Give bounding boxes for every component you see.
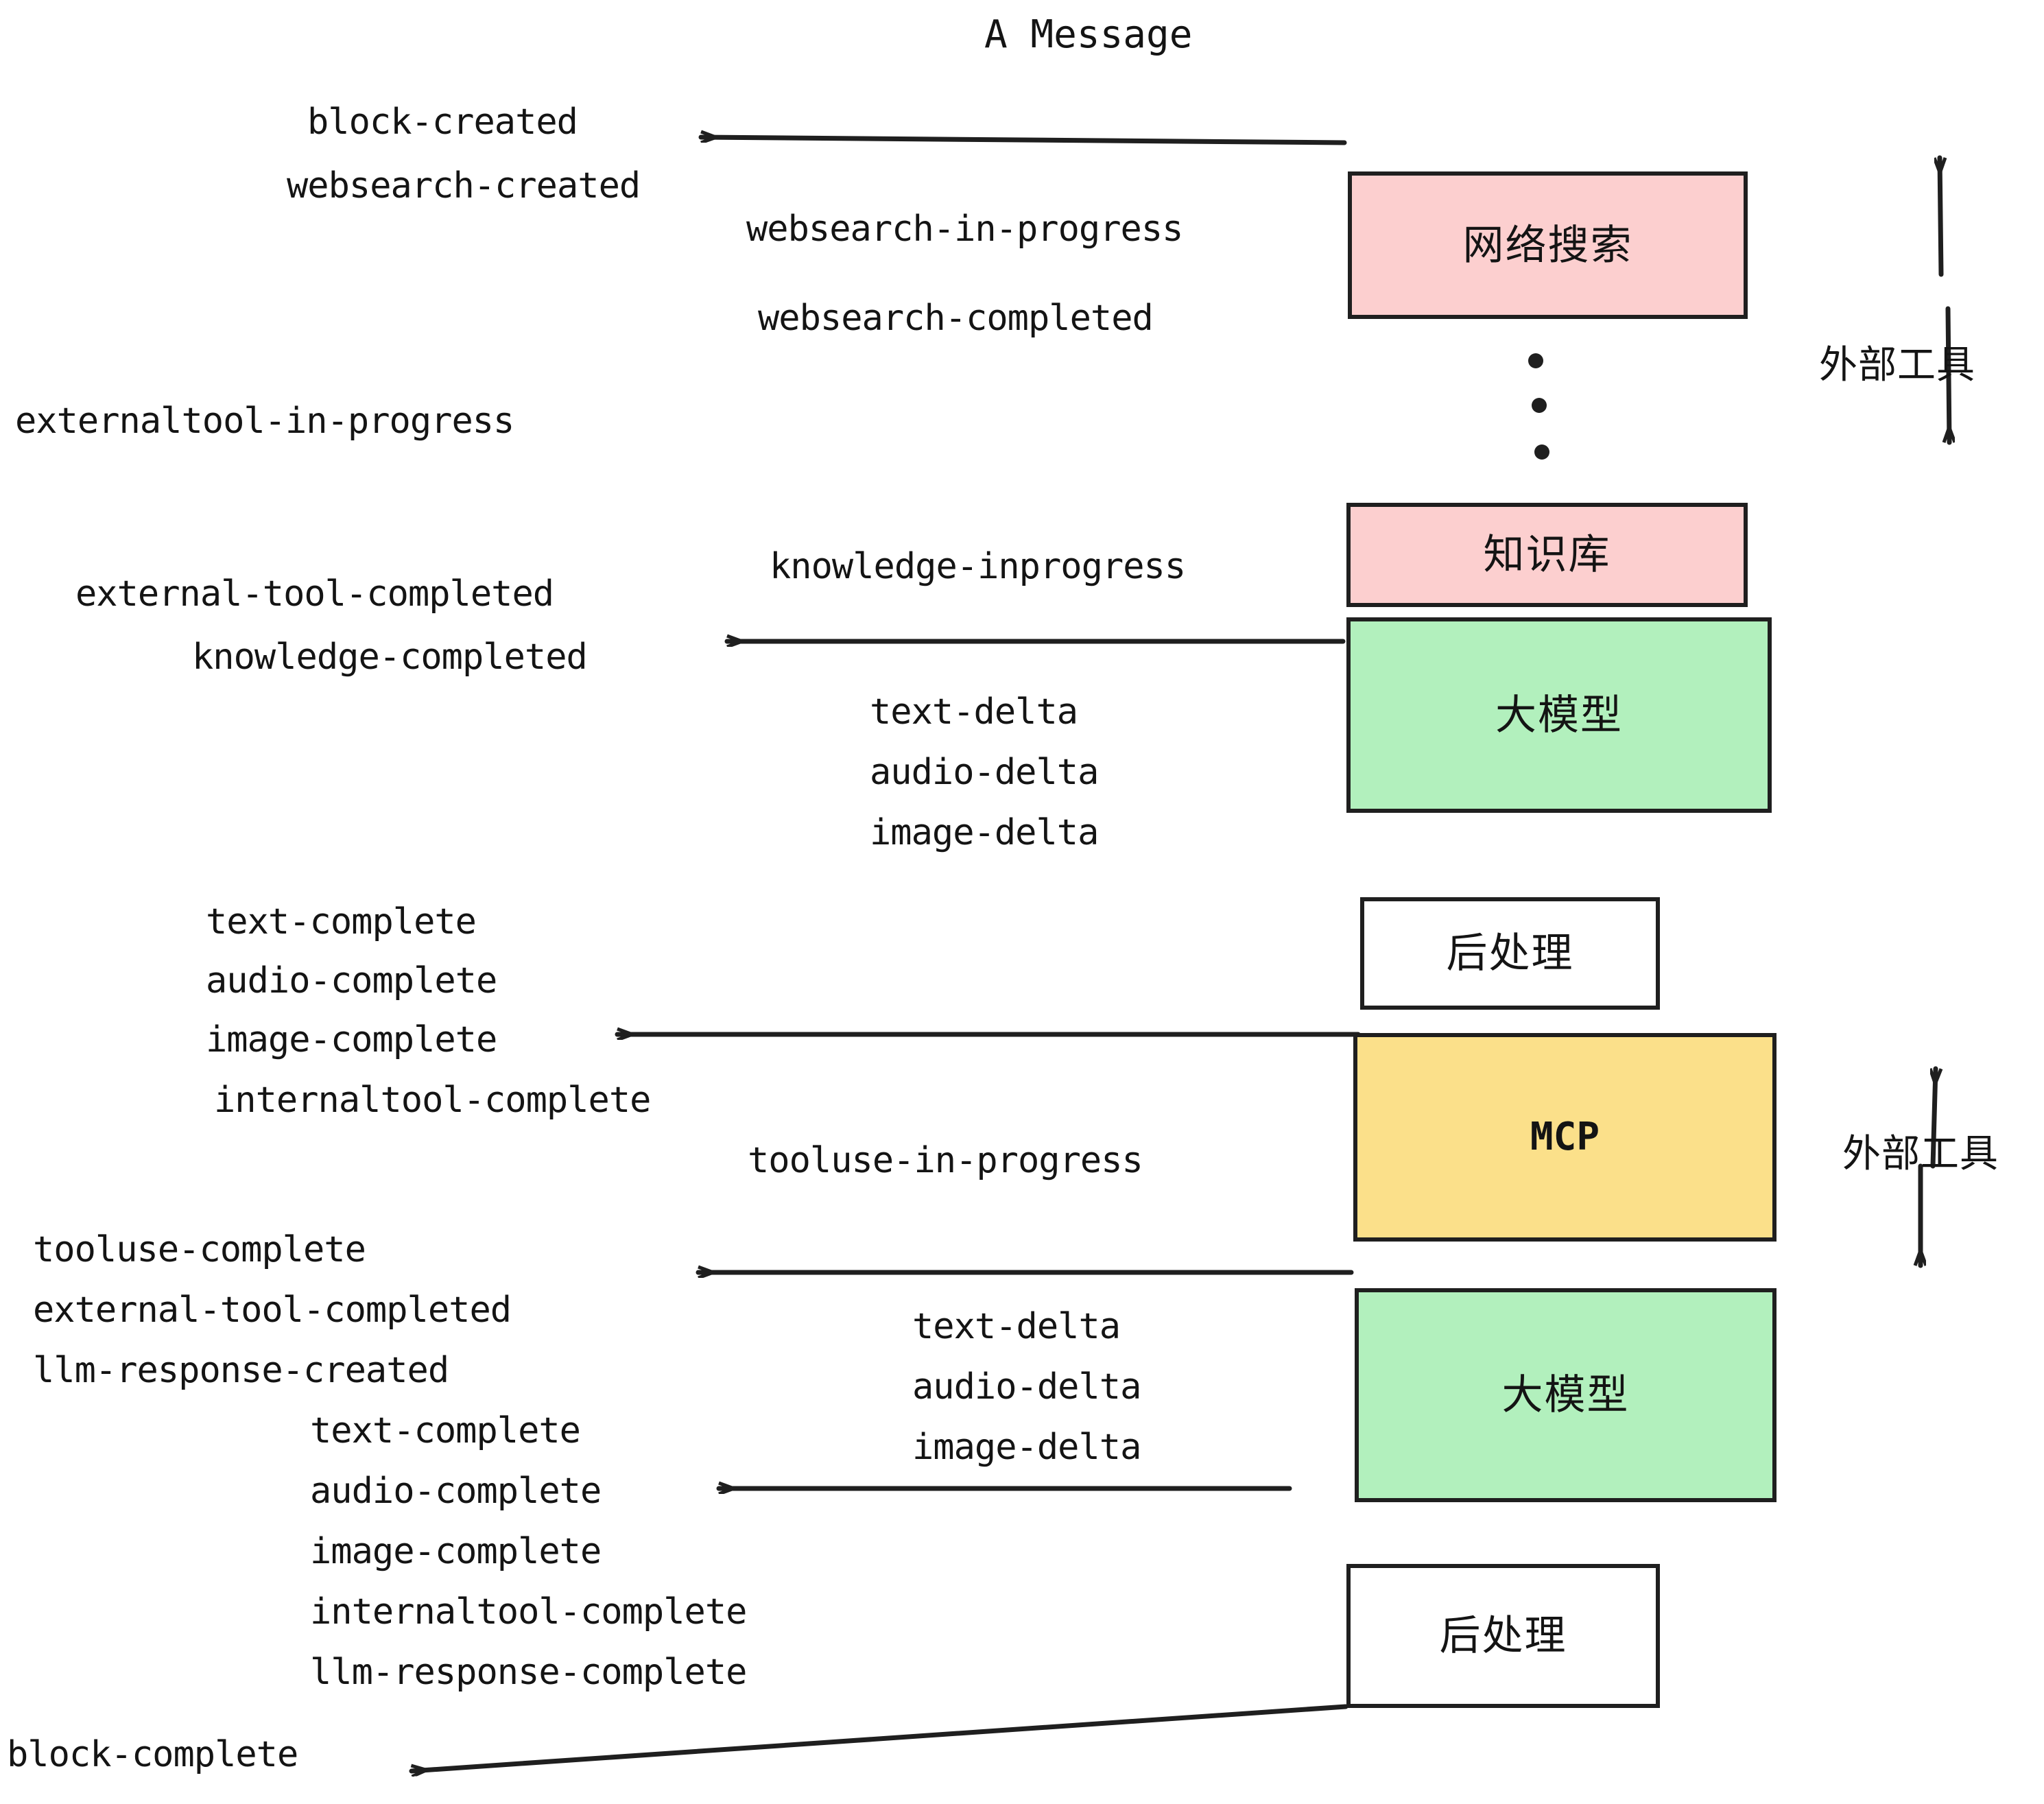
event-label-image-delta-1: image-delta xyxy=(870,812,1099,853)
event-label-websearch-in-progress: websearch-in-progress xyxy=(746,209,1183,250)
event-label-text-complete-2: text-complete xyxy=(310,1410,581,1451)
node-llm-2[interactable]: 大模型 xyxy=(1355,1288,1776,1502)
ellipsis-dot-2 xyxy=(1532,398,1547,413)
event-label-llm-response-created: llm-response-created xyxy=(33,1350,449,1391)
node-label-llm-2: 大模型 xyxy=(1501,1372,1630,1418)
ellipsis-dot-3 xyxy=(1534,444,1549,460)
event-label-llm-response-complete: llm-response-complete xyxy=(310,1652,747,1693)
node-websearch[interactable]: 网络搜索 xyxy=(1348,171,1748,319)
event-label-internaltool-complete-1: internaltool-complete xyxy=(214,1080,651,1121)
node-label-post-1: 后处理 xyxy=(1446,930,1574,976)
node-label-websearch: 网络搜索 xyxy=(1462,222,1633,268)
event-label-audio-delta-1: audio-delta xyxy=(870,752,1099,793)
event-label-text-delta-2: text-delta xyxy=(912,1306,1121,1347)
event-label-image-complete-2: image-complete xyxy=(310,1531,602,1572)
event-label-block-complete: block-complete xyxy=(7,1734,298,1775)
side-label-external-tool-top: 外部工具 xyxy=(1819,343,1975,386)
event-label-knowledge-completed: knowledge-completed xyxy=(192,637,588,678)
node-label-mcp: MCP xyxy=(1530,1115,1600,1159)
ellipsis-dot-1 xyxy=(1528,353,1543,368)
event-label-image-delta-2: image-delta xyxy=(912,1427,1141,1468)
node-mcp[interactable]: MCP xyxy=(1353,1033,1776,1242)
diagram-title: A Message xyxy=(984,12,1193,57)
side-label-external-tool-bottom: 外部工具 xyxy=(1842,1132,1999,1175)
event-label-audio-complete-1: audio-complete xyxy=(206,960,497,1001)
node-post-1[interactable]: 后处理 xyxy=(1360,897,1660,1010)
event-label-block-created: block-created xyxy=(307,102,578,143)
event-label-image-complete-1: image-complete xyxy=(206,1019,497,1060)
arrow-external-tool-up-top xyxy=(1940,155,1941,277)
node-post-2[interactable]: 后处理 xyxy=(1346,1564,1660,1708)
event-label-text-complete-1: text-complete xyxy=(206,901,477,942)
node-label-llm-1: 大模型 xyxy=(1495,691,1623,738)
event-label-external-tool-completed-2: external-tool-completed xyxy=(33,1290,512,1331)
event-label-external-tool-completed-1: external-tool-completed xyxy=(75,573,554,615)
event-label-text-delta-1: text-delta xyxy=(870,691,1078,733)
arrow-post2-to-block-complete xyxy=(409,1704,1348,1771)
event-label-websearch-created: websearch-created xyxy=(287,165,641,206)
event-label-tooluse-complete: tooluse-complete xyxy=(33,1229,366,1270)
event-label-websearch-completed: websearch-completed xyxy=(758,298,1154,339)
event-label-audio-delta-2: audio-delta xyxy=(912,1366,1141,1408)
arrow-websearch-to-block-created xyxy=(698,137,1347,145)
node-label-post-2: 后处理 xyxy=(1439,1613,1567,1659)
node-llm-1[interactable]: 大模型 xyxy=(1346,617,1772,813)
event-label-externaltool-in-progress: externaltool-in-progress xyxy=(15,401,514,442)
event-label-audio-complete-2: audio-complete xyxy=(310,1471,602,1512)
node-knowledge[interactable]: 知识库 xyxy=(1346,503,1748,607)
event-label-knowledge-inprogress: knowledge-inprogress xyxy=(770,546,1186,587)
node-label-knowledge: 知识库 xyxy=(1483,532,1611,578)
event-label-tooluse-in-progress: tooluse-in-progress xyxy=(748,1140,1143,1181)
event-label-internaltool-complete-2: internaltool-complete xyxy=(310,1591,747,1633)
